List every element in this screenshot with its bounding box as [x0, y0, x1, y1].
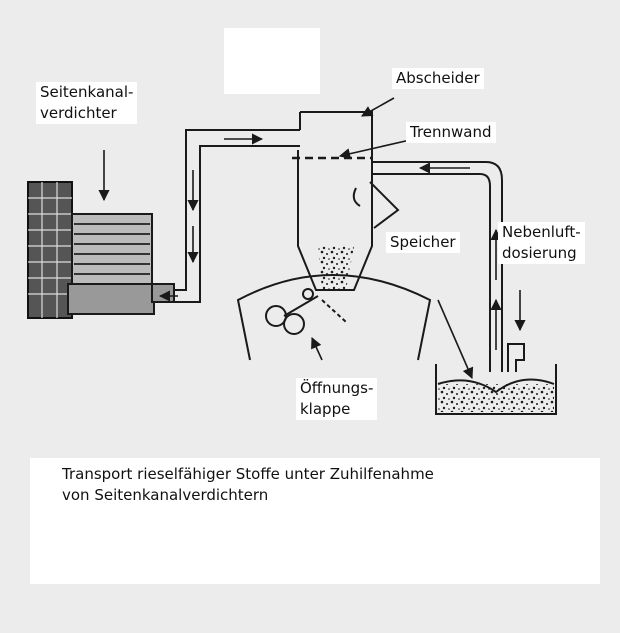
side-channel-compressor — [27, 181, 175, 319]
diagram-caption: Transport rieselfähiger Stoffe unter Zuh… — [62, 465, 434, 504]
receiver-hopper — [236, 274, 432, 361]
conveying-pipes — [174, 129, 525, 372]
label-partition: Trennwand — [406, 122, 496, 143]
label-separator: Abscheider — [392, 68, 484, 89]
storage-bin — [435, 364, 557, 415]
blank-label-box — [224, 28, 320, 94]
separator-fill — [318, 246, 354, 290]
caption-box: Transport rieselfähiger Stoffe unter Zuh… — [30, 458, 600, 584]
label-compressor: Seitenkanal- verdichter — [36, 82, 138, 124]
separator — [292, 111, 400, 291]
flow-arrows — [98, 97, 526, 380]
label-flap: Öffnungs- klappe — [296, 378, 378, 420]
label-storage: Speicher — [386, 232, 460, 253]
label-bypass-air: Nebenluft- dosierung — [498, 222, 585, 264]
